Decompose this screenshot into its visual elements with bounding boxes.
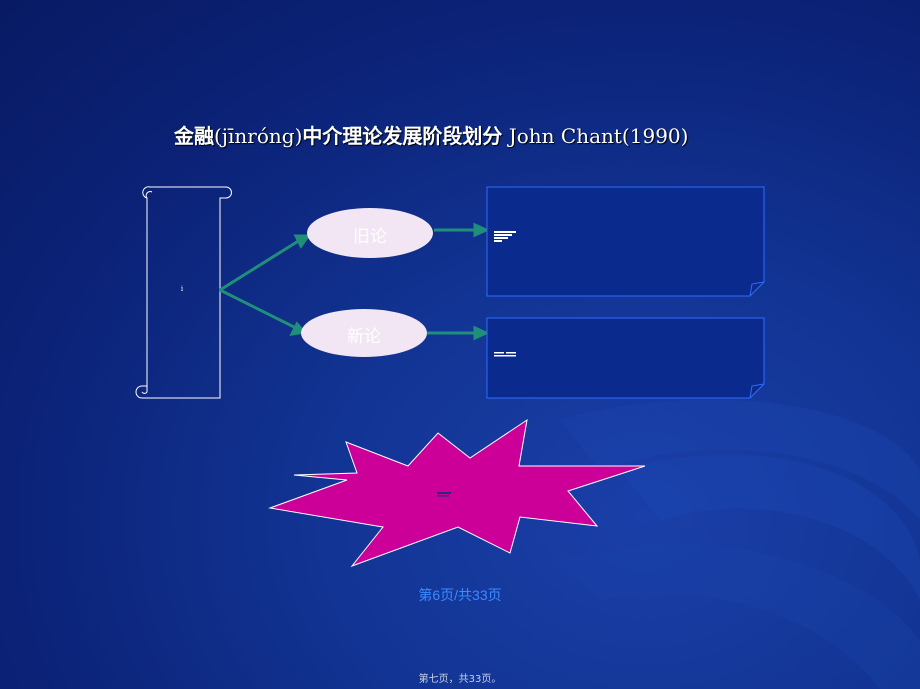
footer-page-label: 第七页，共33页。 (418, 674, 502, 685)
scroll-text: i (180, 285, 184, 293)
old-theory-label: 旧论 (353, 227, 387, 247)
starburst-text (438, 490, 452, 496)
old-theory-ellipse (307, 208, 433, 258)
page-number: 第6页/共33页 (418, 587, 502, 603)
starburst-text-mark (437, 492, 451, 494)
title-chinese-part-1: 金融 (174, 124, 214, 148)
title-author-year: John Chant(1990) (502, 124, 689, 148)
slide-title: 金融(jīnróng)中介理论发展阶段划分 John Chant(1990) (174, 120, 774, 149)
new-theory-ellipse (301, 309, 427, 357)
branch-arrows (219, 222, 490, 341)
title-chinese-part-2: 中介理论发展阶段划分 (302, 124, 503, 148)
title-pinyin: (jīnróng) (214, 124, 303, 148)
starburst-text-mark-2 (437, 495, 449, 497)
new-theory-label: 新论 (347, 327, 381, 347)
new-theory-box (486, 317, 765, 399)
scroll-shape (135, 186, 232, 399)
old-theory-box (486, 186, 765, 297)
starburst-shape (268, 418, 646, 568)
